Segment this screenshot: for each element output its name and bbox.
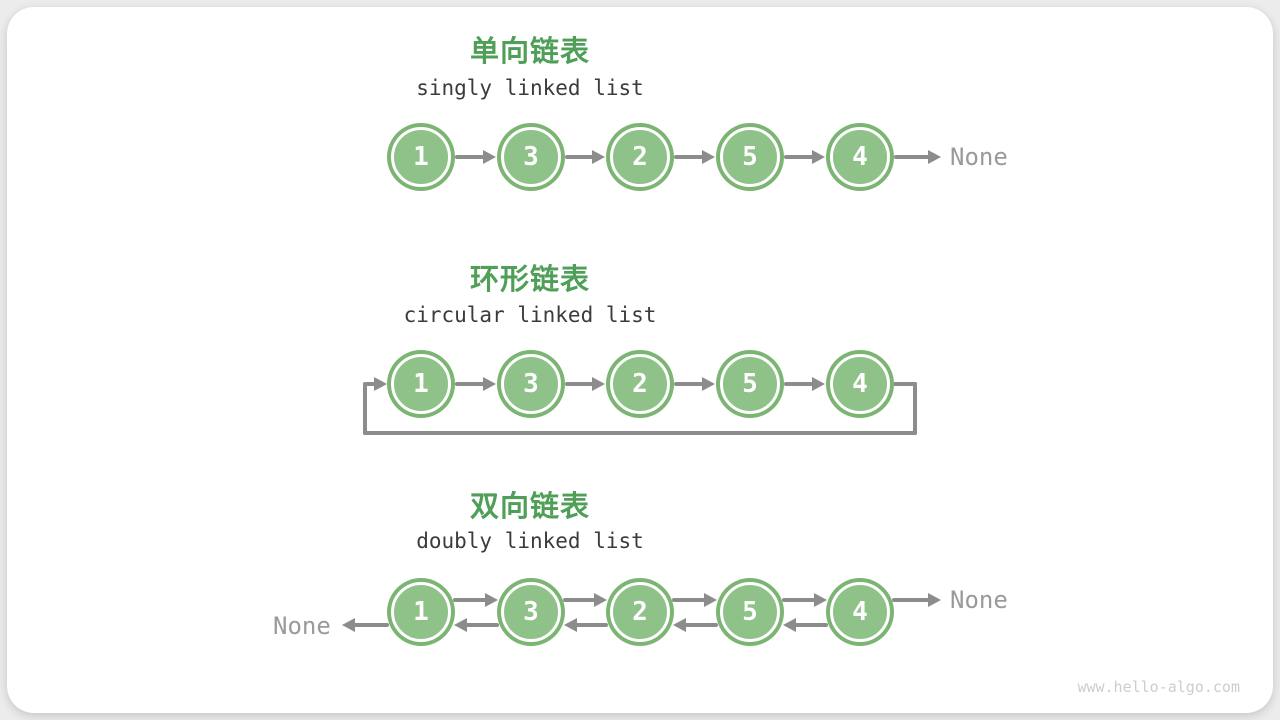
list-node: 3 bbox=[501, 127, 561, 187]
loop-line bbox=[893, 382, 917, 386]
arrow-line bbox=[683, 623, 718, 627]
arrow-head bbox=[783, 618, 796, 632]
arrow-line bbox=[352, 623, 389, 627]
list-node: 5 bbox=[720, 354, 780, 414]
arrow-line bbox=[892, 598, 931, 602]
arrow-line bbox=[674, 155, 705, 159]
node-value: 5 bbox=[742, 142, 758, 172]
node-value: 2 bbox=[632, 142, 648, 172]
arrow-line bbox=[793, 623, 828, 627]
arrow-head bbox=[454, 618, 467, 632]
section-subtitle-circular: circular linked list bbox=[403, 303, 657, 327]
section-title-doubly: 双向链表 bbox=[469, 491, 590, 523]
list-node: 2 bbox=[610, 582, 670, 642]
arrow-line bbox=[782, 598, 817, 602]
arrow-line bbox=[453, 598, 488, 602]
list-node: 1 bbox=[391, 354, 451, 414]
arrow-head bbox=[374, 377, 387, 391]
arrow-line bbox=[672, 598, 707, 602]
arrow-line bbox=[455, 155, 486, 159]
section-subtitle-doubly: doubly linked list bbox=[416, 529, 644, 553]
arrow-head bbox=[673, 618, 686, 632]
arrow-line bbox=[784, 155, 815, 159]
arrow-head bbox=[928, 150, 941, 164]
arrow-head bbox=[702, 377, 715, 391]
arrow-line bbox=[565, 155, 595, 159]
watermark: www.hello-algo.com bbox=[1077, 678, 1240, 696]
arrow-line bbox=[574, 623, 608, 627]
list-node: 5 bbox=[720, 127, 780, 187]
arrow-head bbox=[592, 377, 605, 391]
node-value: 1 bbox=[413, 597, 429, 627]
arrow-head bbox=[483, 150, 496, 164]
arrow-line bbox=[365, 382, 377, 386]
arrow-head bbox=[342, 618, 355, 632]
list-node: 4 bbox=[830, 582, 890, 642]
list-node: 3 bbox=[501, 582, 561, 642]
node-value: 2 bbox=[632, 597, 648, 627]
list-node: 4 bbox=[830, 127, 890, 187]
arrow-head bbox=[814, 593, 827, 607]
arrow-line bbox=[455, 382, 486, 386]
loop-line bbox=[363, 431, 917, 435]
node-value: 4 bbox=[852, 597, 868, 627]
none-label-singly-tail: None bbox=[950, 143, 1008, 171]
none-label-doubly-tail: None bbox=[950, 586, 1008, 614]
node-value: 3 bbox=[523, 369, 539, 399]
arrow-line bbox=[894, 155, 931, 159]
list-node: 4 bbox=[830, 354, 890, 414]
section-title-circular: 环形链表 bbox=[469, 264, 590, 296]
list-node: 2 bbox=[610, 127, 670, 187]
loop-line bbox=[363, 382, 367, 435]
arrow-head bbox=[812, 150, 825, 164]
arrow-head bbox=[592, 150, 605, 164]
list-node: 1 bbox=[391, 127, 451, 187]
node-value: 3 bbox=[523, 142, 539, 172]
arrow-line bbox=[464, 623, 499, 627]
arrow-head bbox=[812, 377, 825, 391]
list-node: 2 bbox=[610, 354, 670, 414]
section-subtitle-singly: singly linked list bbox=[416, 76, 644, 100]
node-value: 4 bbox=[852, 142, 868, 172]
arrow-line bbox=[784, 382, 815, 386]
loop-line bbox=[913, 382, 917, 435]
node-value: 4 bbox=[852, 369, 868, 399]
list-node: 1 bbox=[391, 582, 451, 642]
node-value: 5 bbox=[742, 369, 758, 399]
arrow-head bbox=[485, 593, 498, 607]
arrow-head bbox=[704, 593, 717, 607]
arrow-line bbox=[563, 598, 597, 602]
list-node: 5 bbox=[720, 582, 780, 642]
node-value: 2 bbox=[632, 369, 648, 399]
node-value: 1 bbox=[413, 369, 429, 399]
arrow-head bbox=[702, 150, 715, 164]
none-label-doubly-head: None bbox=[273, 612, 331, 640]
node-value: 5 bbox=[742, 597, 758, 627]
arrow-head bbox=[564, 618, 577, 632]
arrow-line bbox=[565, 382, 595, 386]
arrow-head bbox=[483, 377, 496, 391]
arrow-head bbox=[928, 593, 941, 607]
node-value: 1 bbox=[413, 142, 429, 172]
section-title-singly: 单向链表 bbox=[469, 36, 590, 68]
arrow-line bbox=[674, 382, 705, 386]
list-node: 3 bbox=[501, 354, 561, 414]
arrow-head bbox=[594, 593, 607, 607]
node-value: 3 bbox=[523, 597, 539, 627]
